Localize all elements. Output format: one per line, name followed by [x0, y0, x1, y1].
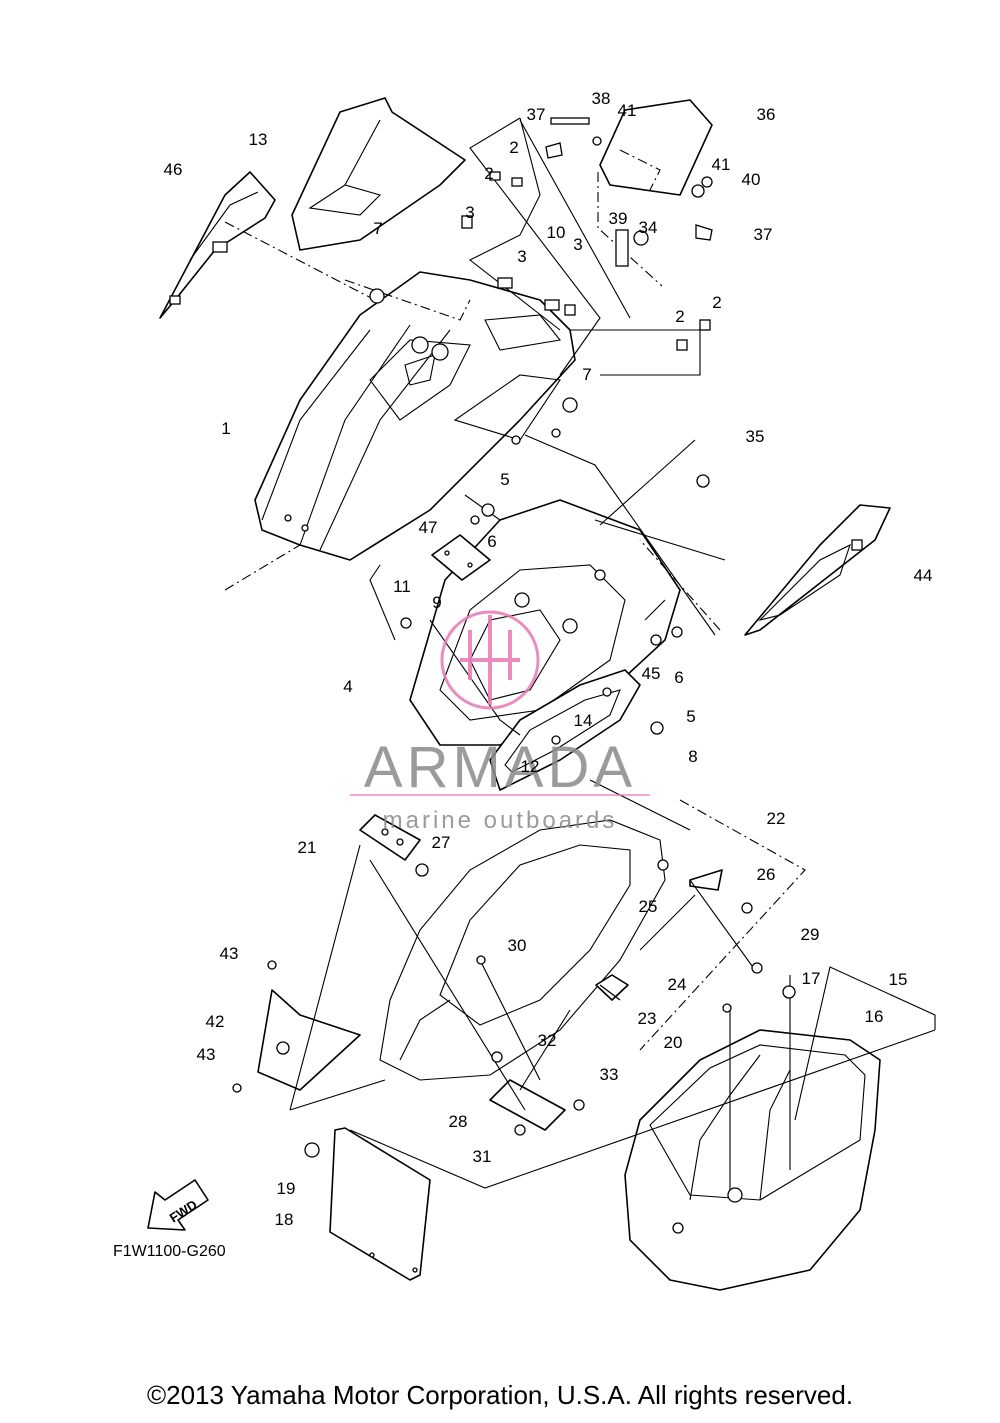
callout-c23: 23 [638, 1009, 657, 1028]
watermark: ARMADA marine outboards [350, 610, 650, 834]
callout-c24: 24 [668, 975, 687, 994]
callout-c2a: 2 [484, 164, 493, 183]
part-28-bracket [489, 1079, 566, 1131]
part-21-hinge [359, 814, 421, 861]
callout-c2b: 2 [509, 138, 518, 157]
callout-c13: 13 [249, 130, 268, 149]
callout-c10: 10 [547, 223, 566, 242]
part-11-plate [431, 534, 491, 581]
callout-c35: 35 [746, 427, 765, 446]
copyright-notice: ©2013 Yamaha Motor Corporation, U.S.A. A… [146, 1380, 854, 1410]
callout-c46: 46 [164, 160, 183, 179]
callout-c47: 47 [419, 518, 438, 537]
hull-body [379, 819, 666, 1081]
callout-c9: 9 [432, 593, 441, 612]
callout-c7b: 7 [582, 365, 591, 384]
callout-c44: 44 [914, 566, 933, 585]
part-46-side-panel [159, 171, 276, 319]
part-22-strut [595, 799, 806, 1051]
callout-c5b: 5 [686, 707, 695, 726]
callout-c2d: 2 [712, 293, 721, 312]
callout-c17: 17 [802, 969, 821, 988]
callout-c2c: 2 [675, 307, 684, 326]
part-1-hood [254, 271, 576, 561]
hardware [232, 117, 796, 1158]
callout-c5a: 5 [500, 470, 509, 489]
callout-c16: 16 [865, 1007, 884, 1026]
callout-c43a: 43 [220, 944, 239, 963]
callout-c14: 14 [574, 711, 593, 730]
fwd-badge: FWD [167, 1197, 200, 1226]
callout-c1: 1 [221, 419, 230, 438]
callout-c27: 27 [432, 833, 451, 852]
callout-c3c: 3 [573, 235, 582, 254]
callout-c38: 38 [592, 89, 611, 108]
callout-c26: 26 [757, 865, 776, 884]
fwd-arrow-icon [147, 1179, 209, 1231]
callout-c36: 36 [757, 105, 776, 124]
part-18-cover-plate [329, 1127, 431, 1281]
callout-c32: 32 [538, 1031, 557, 1050]
part-13-front-cover [291, 97, 466, 251]
callout-c4: 4 [343, 677, 352, 696]
callout-c11: 11 [393, 577, 411, 596]
callout-c33: 33 [600, 1065, 619, 1084]
callout-c3a: 3 [465, 203, 474, 222]
callout-c7a: 7 [373, 219, 382, 238]
callout-c6b: 6 [674, 668, 683, 687]
callout-c20: 20 [664, 1033, 683, 1052]
callout-c15: 15 [889, 970, 908, 989]
callout-c45: 45 [642, 664, 661, 683]
fwd-label-wrap: FWD [150, 1180, 220, 1245]
part-8-gasket [489, 669, 641, 791]
watermark-brand: ARMADA [364, 735, 636, 800]
callout-c12: 12 [521, 757, 540, 776]
part-44-side-panel [744, 504, 891, 636]
callout-c21: 21 [298, 838, 317, 857]
callout-c18: 18 [275, 1210, 294, 1229]
callout-c28: 28 [449, 1112, 468, 1131]
callout-c37a: 37 [527, 105, 546, 124]
callout-c41a: 41 [618, 101, 637, 120]
callout-c34: 34 [639, 218, 658, 237]
callout-c30: 30 [508, 936, 527, 955]
callouts: 1222233345566778910111213141516171819202… [164, 89, 933, 1229]
callout-c8: 8 [688, 747, 697, 766]
callout-c3b: 3 [517, 247, 526, 266]
callout-c41b: 41 [712, 155, 731, 174]
watermark-tagline: marine outboards [383, 807, 618, 834]
fwd-label: FWD [167, 1197, 200, 1226]
callout-c19: 19 [277, 1179, 296, 1198]
trident-logo-icon [440, 610, 540, 710]
callout-c39: 39 [609, 209, 628, 228]
callout-c31: 31 [473, 1147, 492, 1166]
part-16-storage-bin [624, 1029, 881, 1291]
part-36-lid [597, 99, 713, 287]
callout-c40: 40 [742, 170, 761, 189]
callout-c29: 29 [801, 925, 820, 944]
callout-c25: 25 [639, 897, 658, 916]
callout-c43b: 43 [197, 1045, 216, 1064]
callout-c37b: 37 [754, 225, 773, 244]
callout-c22: 22 [767, 809, 786, 828]
diagram-code: F1W1100-G260 [113, 1243, 226, 1260]
callout-c42: 42 [206, 1012, 225, 1031]
callout-c6a: 6 [487, 532, 496, 551]
